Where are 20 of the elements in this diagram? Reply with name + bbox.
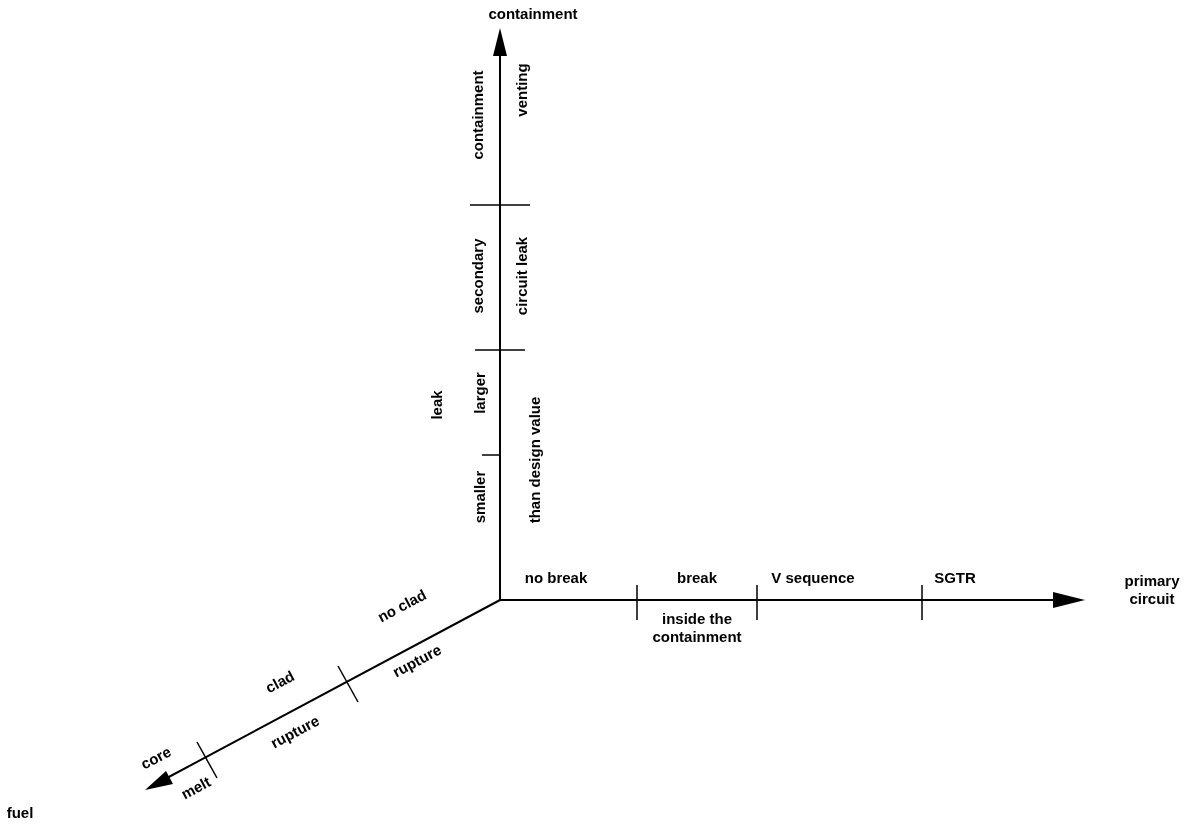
range-label: circuit leak [513, 236, 531, 316]
range-label: inside the containment [651, 610, 743, 646]
axis-label: fuel [6, 804, 34, 822]
range-label: no break [524, 569, 588, 587]
range-label: venting [513, 63, 531, 117]
axis-label: primary circuit [1124, 572, 1180, 608]
range-label: break [677, 569, 717, 587]
range-label: V sequence [771, 569, 855, 587]
range-label: clad [262, 667, 298, 697]
range-label: no clad [374, 585, 430, 627]
range-label: core [137, 742, 175, 774]
axis-label: containment [488, 5, 578, 23]
range-label: SGTR [934, 569, 976, 587]
range-label: larger [471, 372, 489, 414]
range-label: than design value [526, 396, 544, 524]
range-label: smaller [471, 470, 489, 524]
range-label: melt [178, 772, 214, 804]
range-label: containment [469, 70, 487, 160]
range-label: secondary [469, 238, 487, 314]
range-label: leak [428, 390, 446, 420]
